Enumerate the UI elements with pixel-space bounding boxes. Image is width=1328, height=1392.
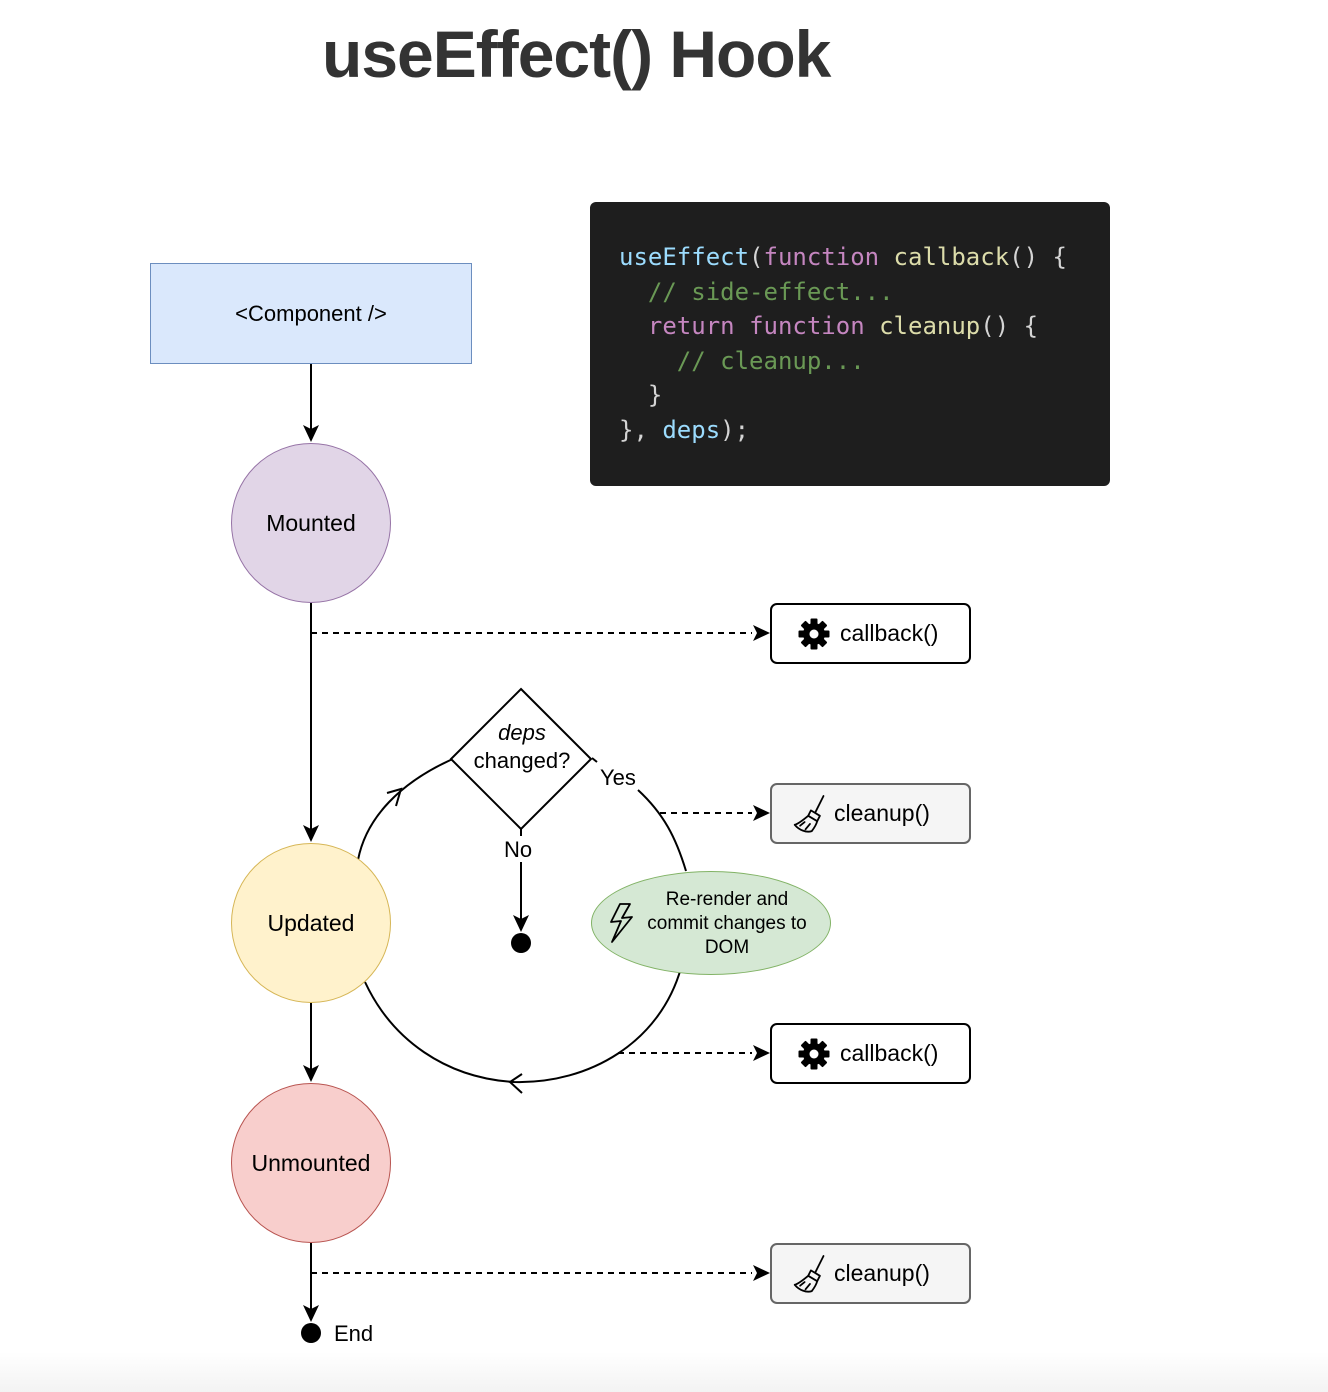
arrowhead-callback-1 — [753, 625, 770, 641]
component-node: <Component /> — [150, 263, 472, 364]
cleanup-action-2: cleanup() — [770, 1243, 971, 1304]
decision-diamond — [449, 687, 593, 831]
decision-deps-text: deps — [498, 720, 546, 745]
broom-icon — [792, 794, 828, 833]
code-line-1: useEffect(function callback() { — [619, 243, 1067, 271]
bottom-fade — [0, 1352, 1328, 1392]
end-label: End — [334, 1321, 374, 1346]
code-line-3: return function cleanup() { — [647, 312, 1039, 341]
arrowhead-cleanup-2 — [753, 1265, 770, 1281]
gear-icon — [796, 1036, 832, 1072]
rerender-node: Re-render and commit changes to DOM — [591, 871, 831, 975]
broom-icon — [792, 1254, 828, 1293]
code-line-5: } — [619, 381, 663, 410]
loop-arrow-bottom — [508, 1073, 523, 1094]
end-terminal-dot — [301, 1323, 321, 1343]
code-line-6: }, deps); — [619, 415, 750, 444]
cleanup-action-1: cleanup() — [770, 783, 971, 844]
callback-label: callback() — [840, 1040, 939, 1066]
arrowhead-callback-2 — [753, 1045, 770, 1061]
diagram-title: useEffect() Hook — [322, 17, 831, 91]
code-snippet: useEffect(function callback() { // side-… — [590, 202, 1110, 486]
loop-arc-yes-stub — [591, 757, 598, 763]
arrowhead-updated — [303, 825, 319, 842]
arrowhead-end — [303, 1305, 319, 1322]
code-line-4: // cleanup... — [676, 346, 865, 375]
updated-state: Updated — [231, 843, 391, 1003]
code-line-2: // side-effect... — [647, 277, 894, 306]
callback-label: callback() — [840, 620, 939, 646]
callback-action-2: callback() — [770, 1023, 971, 1084]
arrowhead-cleanup-1 — [753, 805, 770, 821]
decision-changed-text: changed? — [473, 748, 571, 773]
cleanup-label: cleanup() — [834, 800, 930, 826]
lightning-icon — [610, 903, 633, 943]
loop-arc-right — [637, 789, 687, 872]
mounted-state: Mounted — [231, 443, 391, 603]
gear-icon — [796, 616, 832, 652]
yes-label: Yes — [600, 765, 636, 790]
no-label: No — [504, 837, 533, 862]
unmounted-state: Unmounted — [231, 1083, 391, 1243]
cleanup-label: cleanup() — [834, 1260, 930, 1286]
arrowhead-mounted — [303, 425, 319, 442]
loop-arc-left — [357, 757, 456, 861]
callback-action-1: callback() — [770, 603, 971, 664]
arrowhead-unmounted — [303, 1065, 319, 1082]
loop-arc-bottom — [364, 967, 682, 1084]
no-terminal-dot — [511, 933, 531, 953]
deps-changed-decision: deps changed? — [460, 719, 584, 775]
rerender-label: Re-render and commit changes to DOM — [647, 889, 807, 958]
arrowhead-no — [513, 915, 529, 932]
loop-arrow-left — [386, 787, 403, 807]
